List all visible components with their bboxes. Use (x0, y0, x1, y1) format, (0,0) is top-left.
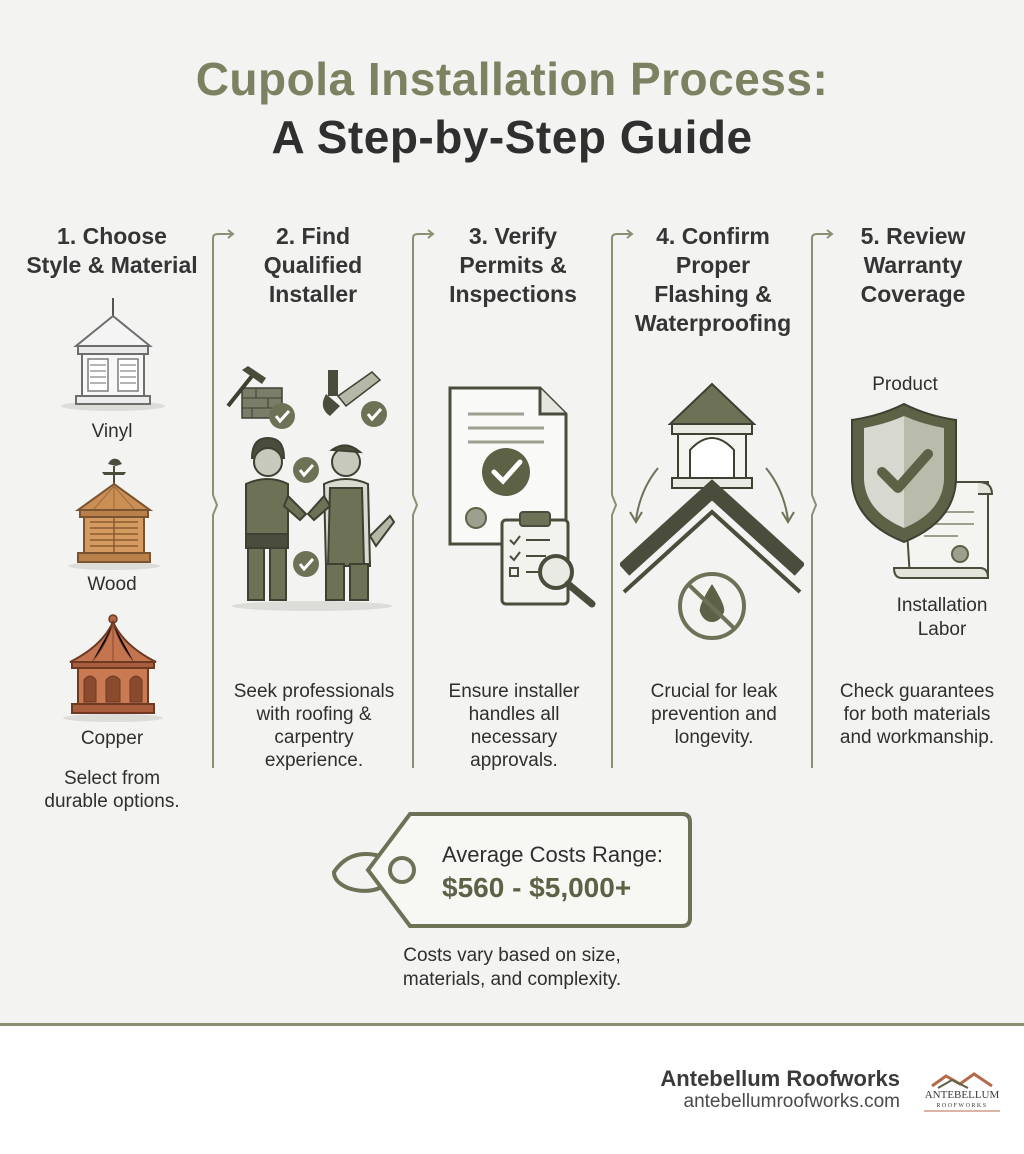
warranty-shield-icon (851, 402, 994, 579)
divider-2 (412, 238, 419, 768)
check-icon (293, 457, 319, 483)
page-title-line-2: A Step-by-Step Guide (271, 111, 753, 163)
step-5-title: 5. Review Warranty Coverage (860, 223, 966, 307)
price-tag-icon (331, 812, 692, 928)
option-label-copper: Copper (80, 728, 144, 749)
check-icon (293, 551, 319, 577)
svg-text:ROOFWORKS: ROOFWORKS (936, 1103, 987, 1109)
warranty-label-installation: Installation Labor (896, 595, 988, 640)
step-1-description: Select from durable options. (44, 768, 180, 812)
step-3-description: Ensure installer handles all necessary a… (448, 681, 580, 771)
check-icon (361, 401, 387, 427)
step-3-title: 3. Verify Permits & Inspections (449, 223, 577, 307)
antebellum-logo-icon: ANTEBELLUM ROOFWORKS (924, 1072, 1000, 1112)
step-2-title: 2. Find Qualified Installer (263, 223, 363, 307)
footer (0, 1026, 1024, 1154)
arrow-icon-1 (212, 229, 235, 239)
document-icon (448, 386, 568, 546)
arrow-icon-4 (811, 229, 834, 239)
option-label-vinyl: Vinyl (91, 421, 133, 442)
divider-3 (611, 238, 618, 768)
cost-range-label: Average Costs Range: (442, 842, 663, 867)
installers-handshake-icon (226, 366, 396, 611)
check-icon (269, 403, 295, 429)
footer-divider (0, 1023, 1024, 1026)
divider-4 (811, 238, 818, 768)
step-4-description: Crucial for leak prevention and longevit… (650, 681, 778, 748)
step-5-description: Check guarantees for both materials and … (839, 681, 995, 748)
arrow-icon-3 (611, 229, 634, 239)
wood-cupola-icon (68, 458, 160, 570)
divider-1 (212, 238, 219, 768)
cost-note: Costs vary based on size, materials, and… (402, 945, 622, 990)
brand-name: Antebellum Roofworks (660, 1066, 900, 1091)
copper-cupola-icon (63, 614, 163, 722)
option-label-wood: Wood (87, 574, 137, 595)
magnifier-icon (538, 554, 596, 608)
permit-documents-icon (448, 386, 596, 608)
roof-flashing-icon (620, 382, 804, 640)
no-water-icon (678, 572, 746, 640)
warranty-label-product: Product (872, 374, 938, 395)
brand-url[interactable]: antebellumroofworks.com (683, 1091, 900, 1112)
step-4-title: 4. Confirm Proper Flashing & Waterproofi… (634, 223, 792, 336)
page-title-line-1: Cupola Installation Process: (195, 53, 829, 105)
saw-icon (322, 370, 382, 416)
svg-text:ANTEBELLUM: ANTEBELLUM (925, 1089, 1000, 1101)
cost-range-value: $560 - $5,000+ (442, 872, 632, 903)
step-1-title: 1. Choose Style & Material (26, 223, 198, 278)
vinyl-cupola-icon (61, 298, 165, 411)
step-2-description: Seek professionals with roofing & carpen… (233, 681, 395, 771)
arrow-icon-2 (412, 229, 435, 239)
